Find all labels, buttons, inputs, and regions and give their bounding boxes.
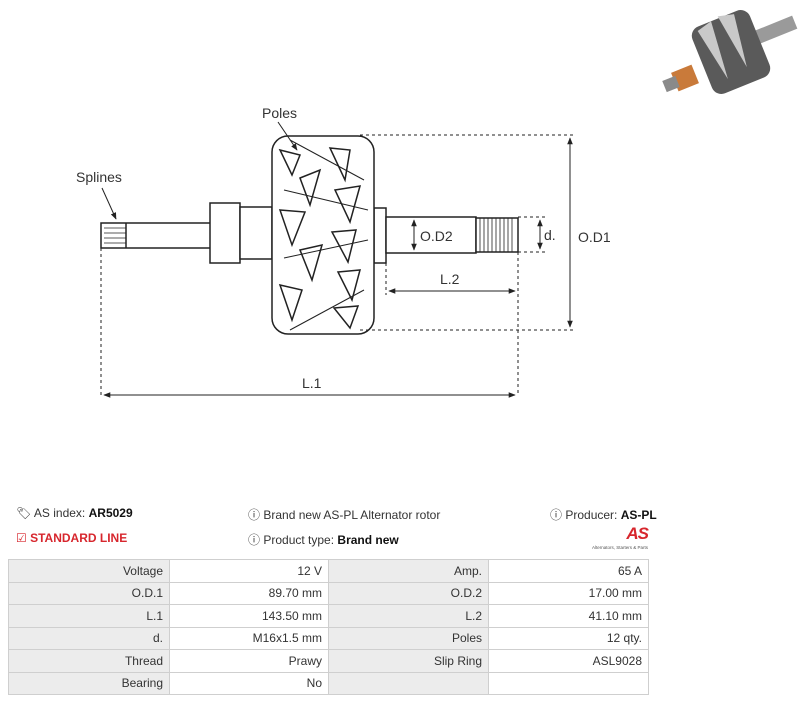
spec-label: Slip Ring — [328, 649, 489, 673]
l1-label: L.1 — [302, 375, 322, 391]
info-circle-icon: ⓘ — [248, 508, 261, 522]
splines-label: Splines — [76, 169, 122, 185]
standard-line-badge: ☑ STANDARD LINE — [16, 531, 128, 545]
rotor-shaft — [100, 202, 519, 264]
rotor-technical-drawing: Poles Splines O.D2 d. O.D1 L.2 L.1 — [76, 10, 798, 398]
spec-value: 17.00 mm — [488, 581, 649, 605]
specs-table: Voltage 12 V Amp. 65 A O.D.1 89.70 mm O.… — [8, 559, 649, 695]
spec-value: Prawy — [169, 649, 329, 673]
table-row: d. M16x1.5 mm Poles 12 qty. — [8, 626, 649, 650]
table-row: Thread Prawy Slip Ring ASL9028 — [8, 649, 649, 673]
table-row: L.1 143.50 mm L.2 41.10 mm — [8, 604, 649, 628]
producer: ⓘ Producer: AS-PL — [550, 508, 657, 522]
info-circle-icon: ⓘ — [248, 533, 261, 547]
spec-label: Bearing — [8, 671, 170, 695]
as-index-value: AR5029 — [88, 506, 133, 520]
spec-label: O.D.1 — [8, 581, 170, 605]
spec-label: Thread — [8, 649, 170, 673]
product-photo — [662, 10, 798, 94]
spec-value: 65 A — [488, 559, 649, 583]
od2-label: O.D2 — [420, 228, 453, 244]
spec-value: No — [169, 671, 329, 695]
table-row: Voltage 12 V Amp. 65 A — [8, 559, 649, 583]
product-type: ⓘ Product type: Brand new — [248, 533, 399, 547]
poles-label: Poles — [262, 105, 297, 121]
as-index: 🏷︎ AS index: AR5029 — [16, 506, 133, 520]
od1-label: O.D1 — [578, 229, 611, 245]
spec-label: L.2 — [328, 604, 489, 628]
spec-value: 41.10 mm — [488, 604, 649, 628]
as-pl-logo: AS Alternators, Starters & Parts — [591, 524, 649, 550]
info-circle-icon: ⓘ — [550, 508, 563, 522]
tags-icon: 🏷︎ — [16, 506, 32, 520]
d-label: d. — [544, 227, 556, 243]
thread-marks — [479, 218, 513, 252]
spec-label — [328, 671, 489, 695]
producer-value: AS-PL — [620, 508, 657, 522]
l2-label: L.2 — [440, 271, 460, 287]
spec-value: 12 qty. — [488, 626, 649, 650]
check-square-icon: ☑ — [16, 531, 27, 545]
spec-label: Amp. — [328, 559, 489, 583]
product-description: ⓘ Brand new AS-PL Alternator rotor — [248, 508, 441, 522]
spec-label: Voltage — [8, 559, 170, 583]
table-row: Bearing No — [8, 671, 649, 695]
table-row: O.D.1 89.70 mm O.D.2 17.00 mm — [8, 581, 649, 605]
spec-value — [488, 671, 649, 695]
spec-label: O.D.2 — [328, 581, 489, 605]
spec-label: Poles — [328, 626, 489, 650]
spec-label: d. — [8, 626, 170, 650]
product-type-value: Brand new — [337, 533, 399, 547]
spec-value: 143.50 mm — [169, 604, 329, 628]
rotor-pole-body — [271, 135, 375, 335]
spec-value: 12 V — [169, 559, 329, 583]
spec-label: L.1 — [8, 604, 170, 628]
spec-value: ASL9028 — [488, 649, 649, 673]
dimension-lines — [100, 121, 575, 398]
spec-value: M16x1.5 mm — [169, 626, 329, 650]
spec-value: 89.70 mm — [169, 581, 329, 605]
